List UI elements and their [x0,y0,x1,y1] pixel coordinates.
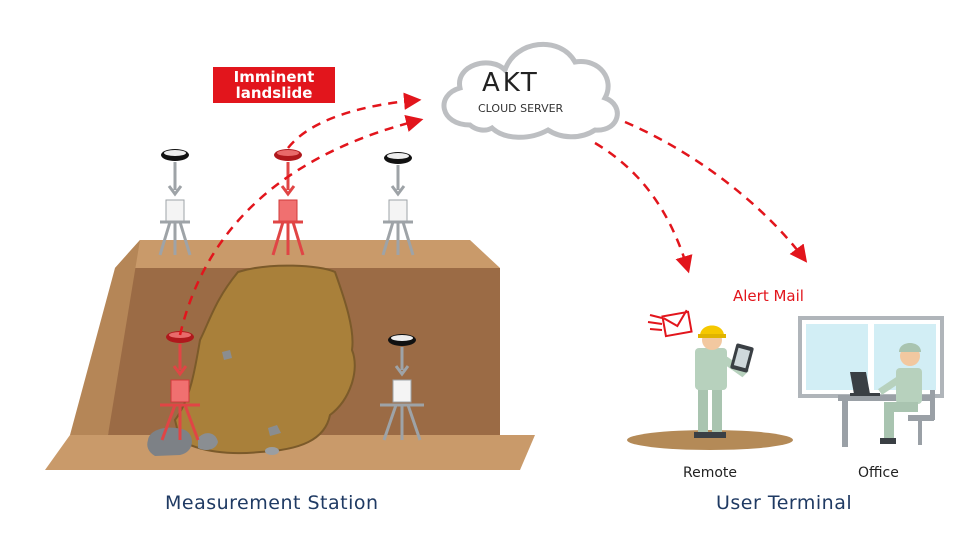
mail-icon [647,309,693,338]
alert-badge-line2: landslide [235,84,313,102]
rock [222,350,232,360]
office-scene [798,316,944,447]
sensor-top-center-alert [271,149,305,256]
alert-badge: Imminent landslide [213,67,335,103]
cloud-server-label: CLOUD SERVER [478,102,564,115]
sensor-top-left [158,149,192,256]
sensor-lower-left-alert [160,331,200,441]
remote-label: Remote [683,465,738,481]
alert-mail-label: Alert Mail [733,287,804,305]
user-terminal-title: User Terminal [716,492,853,514]
rock [268,425,281,436]
remote-worker [627,325,793,450]
cloud-logo: AKT [482,68,540,98]
measurement-station-title: Measurement Station [165,492,379,514]
sensor-top-right [381,152,415,256]
cloud-server [441,41,620,140]
office-label: Office [858,465,899,481]
landslide-mass [173,264,356,455]
data-flow-arrows [178,92,808,336]
alert-badge-line1: Imminent [233,68,315,86]
sensor-lower-right [380,334,424,441]
